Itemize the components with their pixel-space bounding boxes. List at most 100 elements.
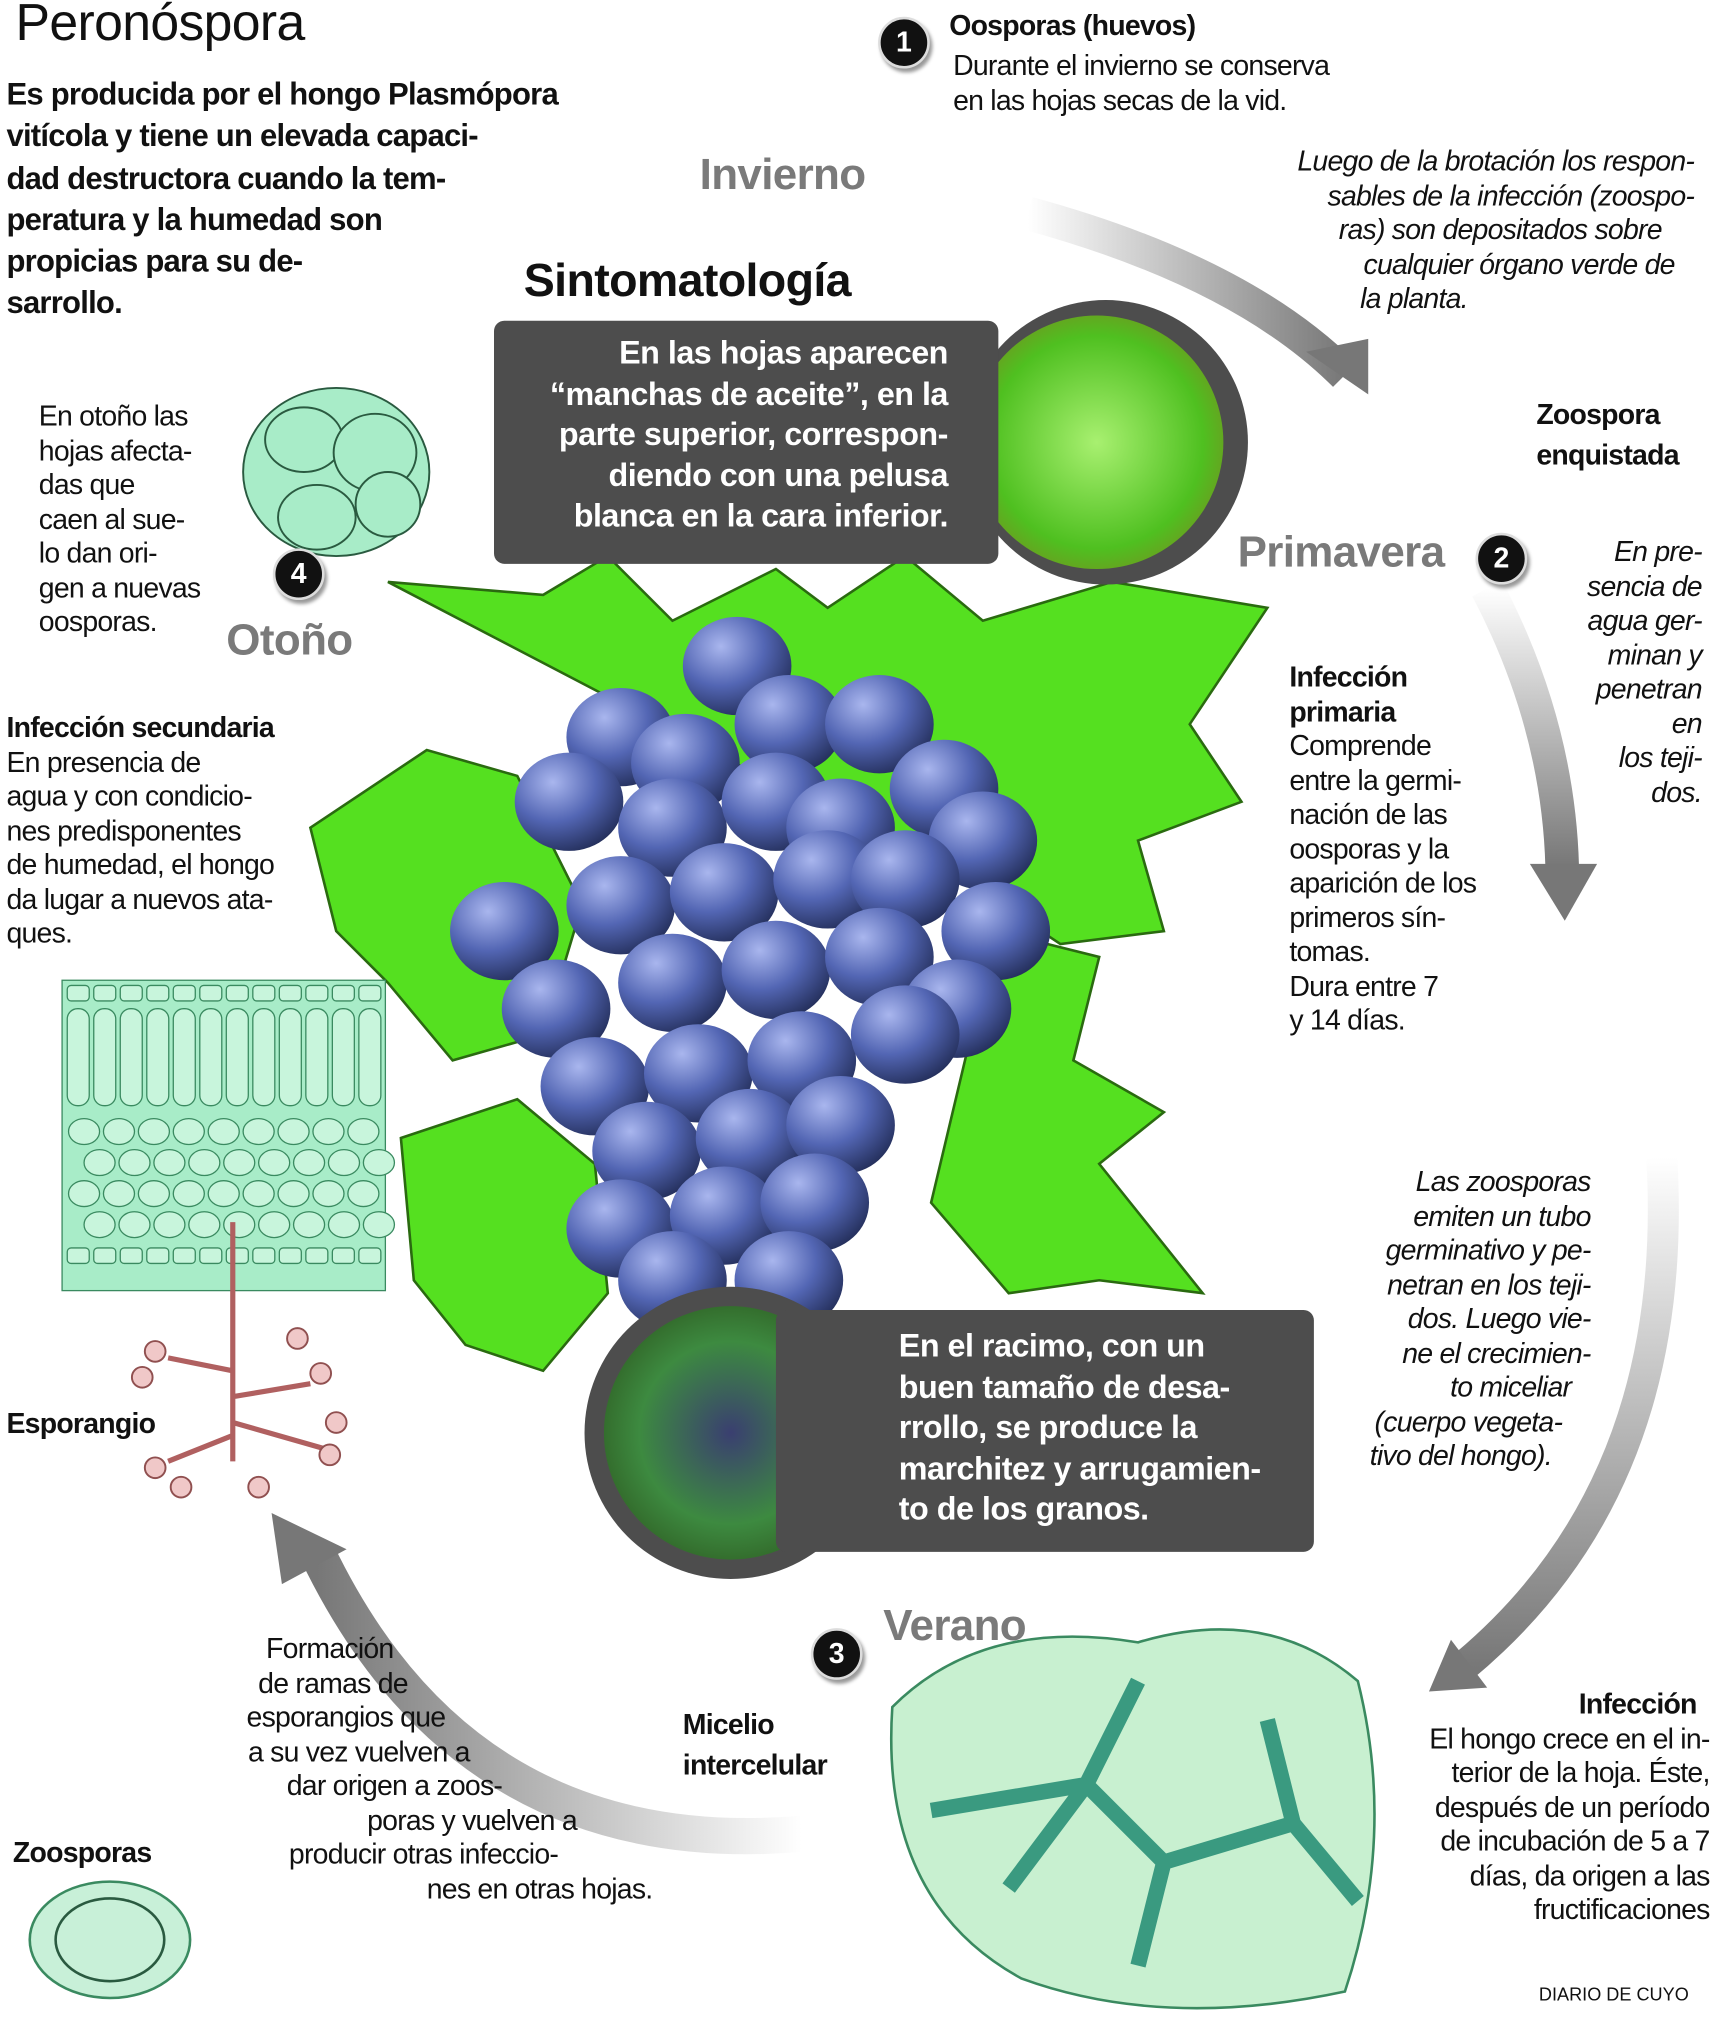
spongy-cell (67, 1117, 101, 1146)
arrow-spring-to-summer (1472, 580, 1598, 921)
step-badge-2: 2 (1475, 532, 1528, 585)
spongy-cell (153, 1211, 186, 1239)
palisade-cell (331, 1008, 355, 1107)
spongy-cell (188, 1211, 221, 1239)
credit: DIARIO DE CUYO (1538, 1983, 1689, 2005)
palisade-cell (252, 1008, 276, 1107)
grape (695, 1088, 805, 1188)
tissue-cell (252, 1247, 276, 1265)
palisade-cell (278, 1008, 302, 1107)
tissue-cell (331, 1247, 355, 1265)
grape (501, 959, 611, 1058)
spongy-cell (137, 1180, 171, 1208)
tissue-cell (199, 1247, 223, 1265)
zoosporas-label: Zoosporas (12, 1836, 152, 1869)
spongy-cell (172, 1180, 205, 1208)
season-winter: Invierno (699, 150, 867, 200)
grape-cluster (450, 616, 1051, 1330)
tissue-cell (119, 984, 143, 1002)
grape (669, 843, 779, 942)
leaf-tissue-illustration (61, 979, 396, 1292)
cluster-symptom-box (775, 1310, 1314, 1552)
spongy-cell (172, 1117, 205, 1146)
grape (566, 856, 676, 955)
grape (514, 752, 624, 851)
spongy-cell (312, 1180, 345, 1208)
tissue-cell (278, 1247, 302, 1265)
spongy-cell (67, 1180, 101, 1208)
spongy-cell (327, 1211, 361, 1239)
spongy-cell (153, 1149, 186, 1177)
tissue-cell (199, 984, 223, 1002)
grape (450, 881, 559, 981)
leaf-symptom-text: En las hojas aparecen“manchas de aceite”… (549, 334, 949, 535)
palisade-cell (199, 1008, 223, 1107)
tissue-cell (252, 984, 276, 1002)
palisade-cell (119, 1008, 143, 1107)
tissue-cell (93, 984, 117, 1002)
spongy-cell (102, 1180, 136, 1208)
grape (760, 1153, 870, 1252)
spongy-cell (277, 1117, 310, 1146)
zoospora-illustration (28, 1880, 192, 2000)
spongy-cell (242, 1180, 275, 1208)
palisade-cell (66, 1008, 90, 1107)
tissue-cell (358, 984, 382, 1002)
spongy-cell (83, 1149, 116, 1177)
tissue-cell (172, 1247, 196, 1265)
step-badge-3: 3 (810, 1628, 863, 1680)
spongy-cell (223, 1149, 256, 1177)
grape (618, 933, 727, 1032)
palisade-cell (172, 1008, 196, 1107)
tissue-cell (119, 1247, 143, 1265)
tissue-cell (146, 984, 170, 1002)
tissue-cell (278, 984, 302, 1002)
tissue-cell (172, 984, 196, 1002)
arrow-summer-to-autumn (1428, 1156, 1679, 1692)
tissue-cell (93, 1247, 117, 1265)
spongy-cell (347, 1117, 380, 1146)
palisade-cell (225, 1008, 249, 1107)
leaf-photo (969, 315, 1224, 570)
tissue-cell (146, 1247, 170, 1265)
spongy-cell (188, 1149, 221, 1177)
grape (773, 830, 882, 929)
grape (825, 907, 934, 1007)
grape (721, 920, 831, 1020)
spongy-cell (347, 1180, 380, 1208)
season-summer: Verano (883, 1600, 1027, 1651)
spongy-cell (207, 1117, 240, 1146)
spongy-cell (277, 1180, 310, 1208)
tissue-cell (358, 1247, 382, 1265)
grape (825, 675, 934, 774)
tissue-cell (225, 984, 249, 1002)
spongy-cell (207, 1180, 240, 1208)
esporangio-label: Esporangio (6, 1407, 156, 1440)
spongy-cell (118, 1149, 151, 1177)
spongy-cell (292, 1149, 326, 1177)
oospora-cells-illustration (242, 386, 431, 558)
micelio-illustration (890, 1628, 1376, 2010)
spongy-cell (83, 1211, 116, 1239)
season-spring: Primavera (1237, 527, 1446, 577)
grape (734, 675, 844, 774)
grape (850, 830, 960, 929)
spongy-cell (292, 1211, 326, 1239)
grape (786, 1075, 895, 1175)
tissue-cell (66, 1247, 90, 1265)
esporangio-illustration (130, 1222, 348, 1499)
palisade-cell (305, 1008, 329, 1107)
arrow-autumn-to-winter (271, 1513, 804, 1855)
spongy-cell (118, 1211, 151, 1239)
sintomatologia-title: Sintomatología (523, 253, 852, 307)
